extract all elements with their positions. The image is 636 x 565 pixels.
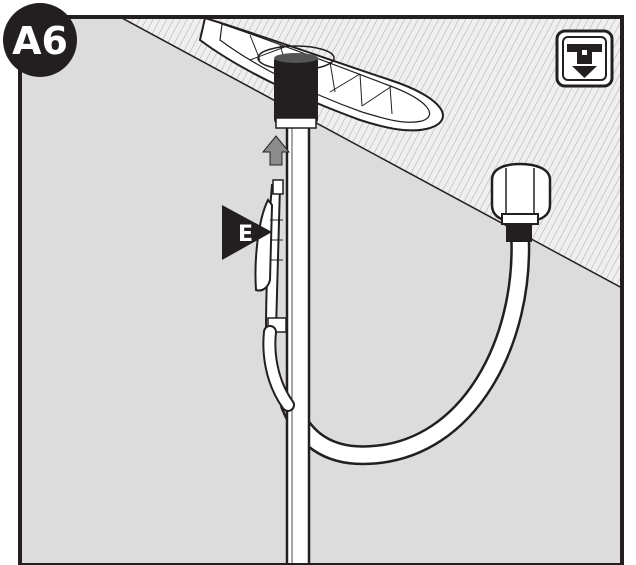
extension-pole <box>285 118 311 565</box>
ceiling-mount-lower-icon <box>555 29 614 88</box>
step-badge: A6 <box>3 3 77 77</box>
ceiling-connector <box>257 45 335 129</box>
callout-e: E <box>222 205 272 260</box>
step-badge-label: A6 <box>12 19 68 63</box>
callout-e-label: E <box>238 222 253 247</box>
pole-clamp <box>254 179 295 412</box>
frame-border <box>18 15 624 565</box>
hose-end-connector <box>490 162 552 242</box>
push-up-arrow <box>261 135 291 166</box>
